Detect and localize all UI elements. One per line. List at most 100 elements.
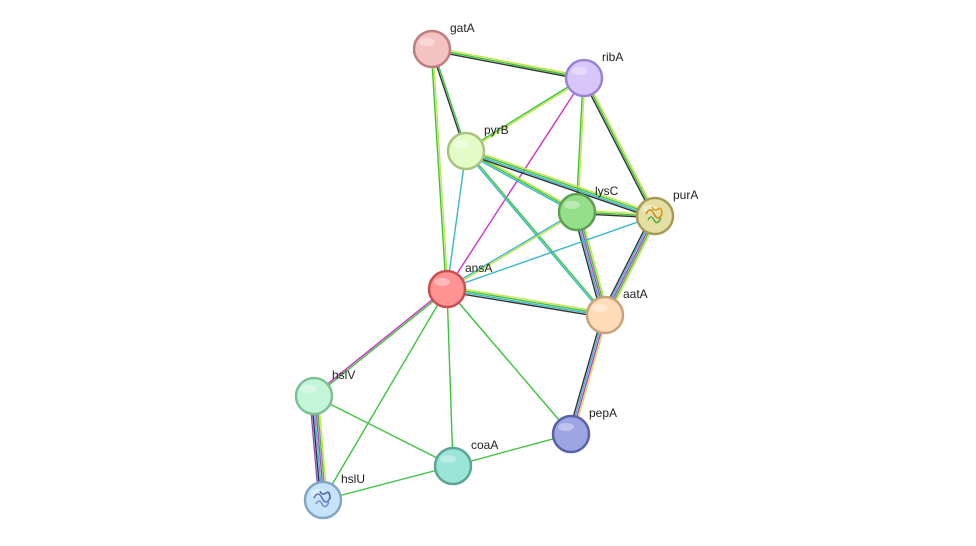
structure-ribbon [315, 500, 330, 508]
node-highlight [642, 205, 658, 213]
edge-strand [446, 289, 605, 317]
edge-gatA-ansA [430, 48, 449, 290]
node-pepA[interactable] [551, 414, 591, 454]
edge-strand [452, 433, 572, 467]
structure-ribbon [313, 493, 331, 503]
edge-gatA-ribA [431, 46, 585, 81]
protein-structure-icon [645, 206, 663, 224]
edge-strand [581, 78, 655, 218]
node-hslV[interactable] [294, 376, 334, 416]
node-circle[interactable] [433, 446, 473, 486]
node-pyrB[interactable] [446, 131, 486, 171]
edge-strand [322, 465, 454, 501]
edge-strand [583, 77, 656, 217]
node-highlight [440, 455, 456, 463]
edge-ansA-pepA [446, 288, 572, 435]
node-hslU[interactable] [303, 480, 343, 520]
node-label-hslU: hslU [341, 472, 365, 486]
node-label-aatA: aatA [623, 287, 648, 301]
edge-strand [447, 212, 578, 291]
node-highlight [564, 201, 580, 209]
node-label-ansA: ansA [465, 261, 492, 275]
node-ribA[interactable] [564, 58, 604, 98]
node-lysC[interactable] [557, 192, 597, 232]
edge-strand [466, 78, 585, 153]
node-circle[interactable] [446, 131, 486, 171]
protein-structure-icon [313, 490, 331, 508]
edge-strand [322, 288, 448, 501]
node-highlight [419, 38, 435, 46]
node-label-coaA: coaA [471, 438, 498, 452]
edge-strand [431, 49, 584, 81]
node-label-ribA: ribA [602, 50, 623, 64]
edge-strand [447, 287, 606, 315]
edge-strand [430, 49, 447, 290]
edge-strand [446, 215, 656, 290]
edge-lysC-ansA [446, 210, 578, 291]
node-circle[interactable] [412, 29, 452, 69]
edge-strand [314, 289, 448, 398]
structure-ribbon [651, 206, 663, 216]
node-coaA[interactable] [433, 446, 473, 486]
node-circle[interactable] [585, 295, 625, 335]
structure-ribbon [645, 209, 663, 219]
edge-coaA-pepA [452, 433, 572, 467]
edge-strand [447, 285, 606, 314]
edge-ansA-coaA [446, 288, 454, 467]
edge-pyrB-ansA [446, 150, 467, 290]
edge-ansA-aatA [446, 285, 606, 319]
edge-ribA-pyrB [465, 76, 585, 153]
nodes-layer [294, 29, 675, 520]
node-highlight [453, 140, 469, 148]
node-highlight [558, 423, 574, 431]
node-highlight [571, 67, 587, 75]
edge-strand [466, 149, 607, 315]
edge-strand [571, 315, 607, 435]
edge-strand [446, 77, 585, 290]
node-circle[interactable] [294, 376, 334, 416]
edge-strand [465, 76, 584, 151]
edge-strand [465, 151, 655, 218]
edge-aatA-pepA [567, 314, 609, 435]
edge-strand [313, 395, 454, 467]
node-highlight [301, 385, 317, 393]
edge-strand [466, 147, 657, 215]
node-gatA[interactable] [412, 29, 452, 69]
edge-strand [567, 314, 604, 434]
edge-strand [464, 151, 577, 215]
edge-strand [577, 78, 586, 213]
node-circle[interactable] [557, 192, 597, 232]
node-label-purA: purA [673, 188, 698, 202]
edge-strand [431, 48, 585, 79]
edge-ribA-ansA [446, 77, 585, 290]
edge-strand [432, 48, 449, 289]
edge-strand [464, 151, 605, 317]
edge-strand [464, 152, 655, 220]
node-circle[interactable] [564, 58, 604, 98]
node-ansA[interactable] [427, 269, 467, 309]
node-label-pyrB: pyrB [484, 123, 509, 137]
node-highlight [434, 278, 450, 286]
edge-pyrB-purA [464, 147, 657, 220]
edge-hslV-coaA [313, 395, 454, 467]
node-circle[interactable] [427, 269, 467, 309]
node-aatA[interactable] [585, 295, 625, 335]
edge-strand [432, 46, 585, 78]
edge-ansA-hslU [322, 288, 448, 501]
edge-ribA-purA [581, 76, 658, 218]
edge-strand [584, 76, 658, 216]
edge-ansA-hslV [313, 287, 448, 398]
edge-strand [446, 290, 605, 319]
edge-strand [446, 210, 577, 289]
edge-coaA-hslU [322, 465, 454, 501]
edge-strand [465, 150, 578, 213]
node-label-pepA: pepA [589, 406, 617, 420]
edge-strand [446, 288, 454, 467]
node-circle[interactable] [551, 414, 591, 454]
structure-ribbon [319, 490, 331, 500]
node-purA[interactable] [635, 196, 675, 236]
node-label-hslV: hslV [332, 368, 355, 382]
edge-purA-ansA [446, 215, 656, 290]
